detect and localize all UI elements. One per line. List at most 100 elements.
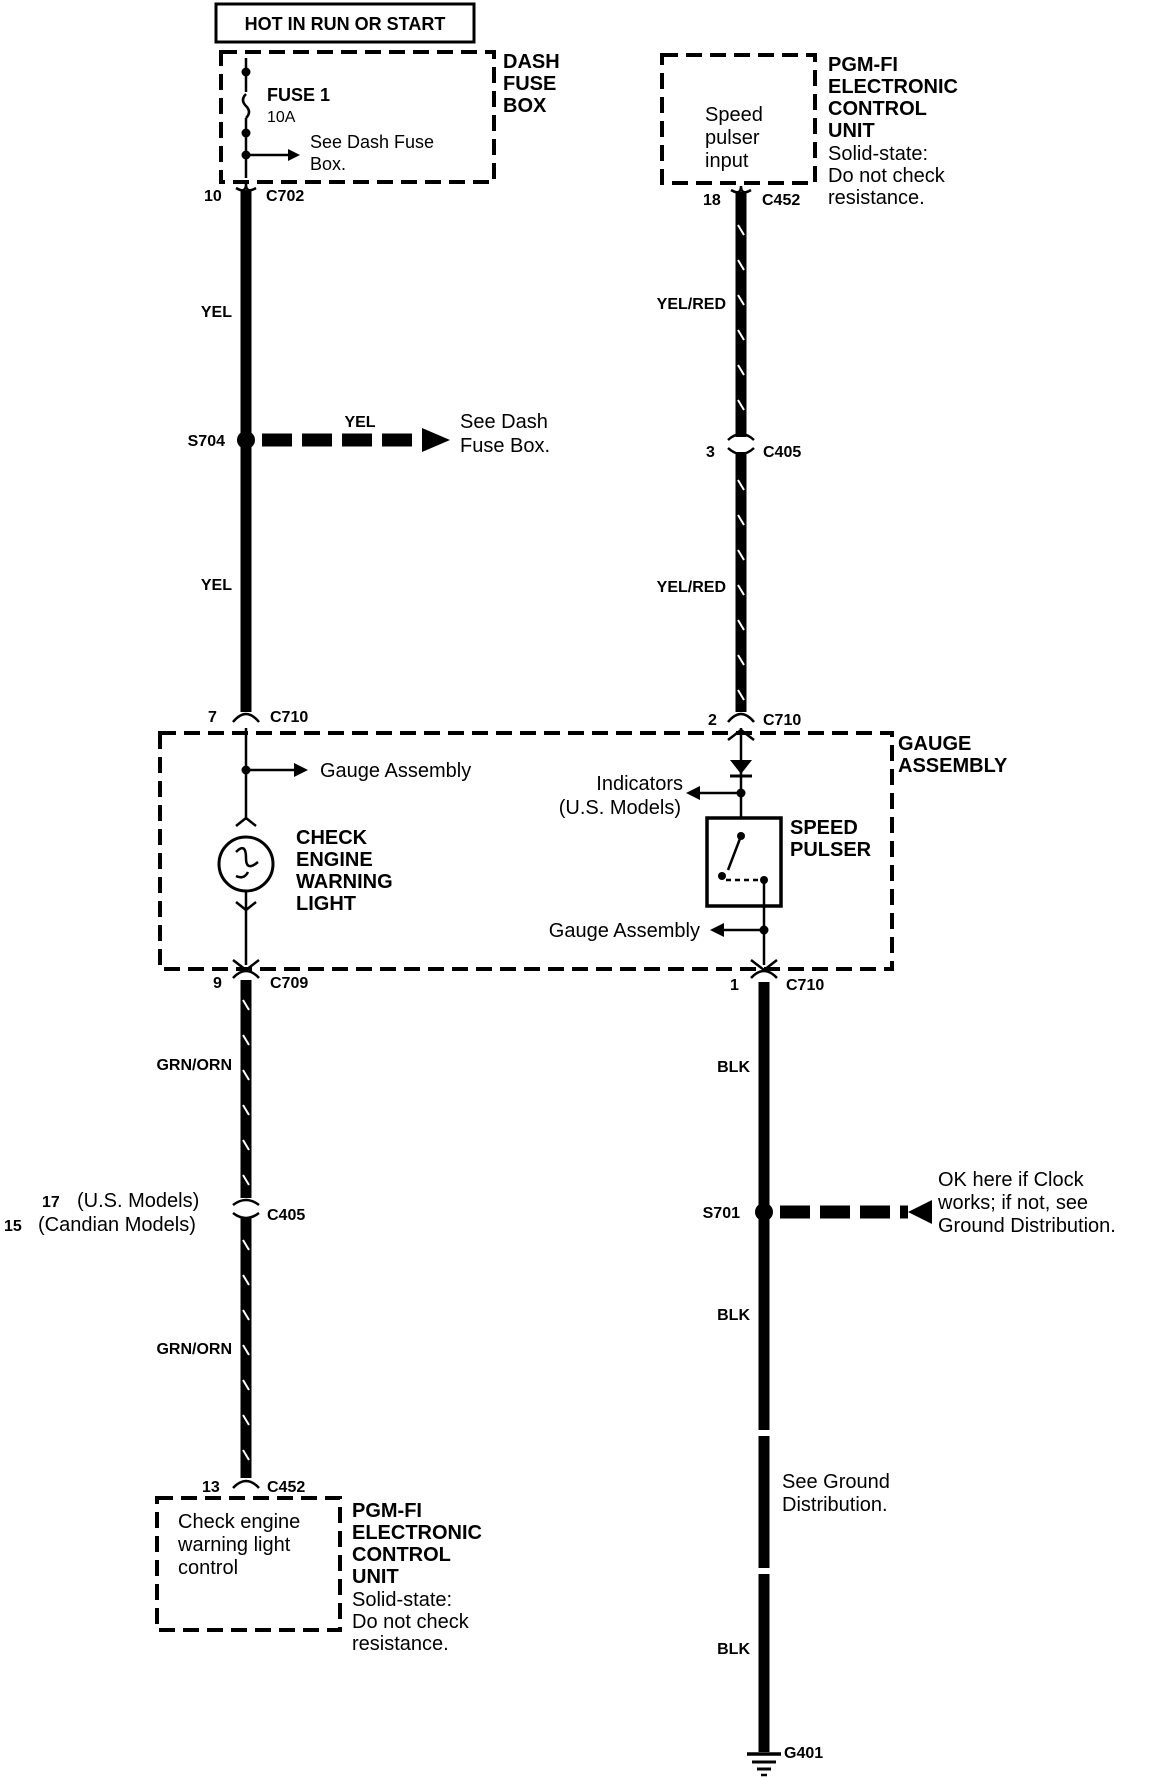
dash-fuse-box-title-2: FUSE	[503, 73, 556, 95]
wire-grn-orn-upper-stripes	[242, 999, 250, 1186]
c405-right-name: C405	[763, 444, 801, 461]
check-engine-label-3: WARNING	[296, 871, 393, 893]
gauge-left-branch-label: Gauge Assembly	[320, 760, 471, 782]
dash-fuse-box-title-1: DASH	[503, 51, 560, 73]
wire-yel-label-1: YEL	[201, 304, 232, 321]
speed-pulser-box	[705, 816, 783, 908]
ground-name: G401	[784, 1745, 823, 1762]
wire-blk-label-1: BLK	[717, 1059, 750, 1076]
wire-grn-orn-label-1: GRN/ORN	[156, 1057, 232, 1074]
ecu-bottom-outline	[155, 1496, 342, 1632]
fuse-note-2: Box.	[310, 154, 346, 174]
speed-pulser-label-1: SPEED	[790, 817, 858, 839]
c452-top-name: C452	[762, 192, 800, 209]
diode-icon	[730, 760, 752, 774]
check-engine-label-4: LIGHT	[296, 893, 356, 915]
gauge-assembly-title-2: ASSEMBLY	[898, 755, 1008, 777]
wire-yel-red-label-2: YEL/RED	[657, 579, 726, 596]
gauge-assembly-outline	[158, 731, 894, 971]
fuse-terminal-bottom	[241, 128, 251, 138]
gauge-left-arrow-icon	[294, 763, 308, 777]
ecu-top-outline	[660, 53, 817, 185]
c405-left-label-us: (U.S. Models)	[77, 1190, 199, 1212]
c710-left-connector-icon	[232, 712, 260, 723]
ecu-bottom-terminal-2: warning light	[177, 1534, 291, 1556]
ecu-bottom-note-1: Solid-state:	[352, 1589, 452, 1611]
wire-yel-red-lower-stripes	[737, 479, 745, 701]
c702-connector-icon	[235, 183, 257, 192]
c710-bottom-connector-icon	[750, 969, 778, 979]
c710-right-name: C710	[763, 712, 801, 729]
speed-pulser-switch-icon	[718, 832, 768, 906]
c452-bottom-pin: 13	[202, 1479, 220, 1496]
ecu-top-title-1: PGM-FI	[828, 54, 898, 76]
c405-left-connector-icon	[232, 1198, 260, 1220]
c405-left-pin-ca: 15	[4, 1218, 22, 1235]
c452-bottom-connector-icon	[232, 1479, 260, 1489]
ecu-bottom-terminal-1: Check engine	[178, 1511, 300, 1533]
ecu-bottom-note-2: Do not check	[352, 1611, 470, 1633]
wire-blk-label-2: BLK	[717, 1307, 750, 1324]
wire-yel-red-upper-stripes	[737, 224, 745, 411]
ground-note-2: Distribution.	[782, 1494, 888, 1516]
fuse-name: FUSE 1	[267, 85, 330, 105]
s701-note-3: Ground Distribution.	[938, 1215, 1116, 1237]
s704-note-1: See Dash	[460, 411, 548, 433]
c405-left-label-ca: (Candian Models)	[38, 1214, 196, 1236]
c709-connector-icon	[232, 969, 260, 979]
c702-name: C702	[266, 188, 304, 205]
c405-left-name: C405	[267, 1207, 305, 1224]
indicators-arrow-icon	[686, 786, 700, 800]
gauge-right-arrow-icon	[710, 923, 724, 937]
s704-arrow-icon	[422, 428, 450, 452]
c710-bottom-name: C710	[786, 977, 824, 994]
c709-pin: 9	[213, 975, 222, 992]
fuse-note-1: See Dash Fuse	[310, 132, 434, 152]
ecu-top-note-1: Solid-state:	[828, 143, 928, 165]
dash-fuse-box-title-3: BOX	[503, 95, 547, 117]
ecu-top-title-4: UNIT	[828, 120, 875, 142]
ecu-bottom-title-4: UNIT	[352, 1566, 399, 1588]
s701-note-2: works; if not, see	[937, 1192, 1088, 1214]
c710-bottom-pin: 1	[730, 977, 739, 994]
speed-pulser-label-2: PULSER	[790, 839, 872, 861]
ground-icon	[747, 1752, 781, 1777]
dash-fuse-box-outline	[219, 50, 496, 184]
c452-bottom-name: C452	[267, 1479, 305, 1496]
s704-note-2: Fuse Box.	[460, 435, 550, 457]
c710-left-name: C710	[270, 709, 308, 726]
wire-blk-label-3: BLK	[717, 1641, 750, 1658]
wire-yel-label-2: YEL	[201, 577, 232, 594]
s704-wire-label: YEL	[344, 414, 375, 431]
ecu-bottom-note-3: resistance.	[352, 1633, 449, 1655]
ecu-top-terminal-2: pulser	[705, 127, 760, 149]
gauge-right-branch-label: Gauge Assembly	[549, 920, 700, 942]
ecu-bottom-terminal-3: control	[178, 1557, 238, 1579]
indicators-label-1: Indicators	[596, 773, 683, 795]
c710-right-connector-icon	[727, 712, 755, 723]
ecu-top-terminal-3: input	[705, 150, 749, 172]
c710-left-pin: 7	[208, 709, 217, 726]
c710-right-pin: 2	[708, 712, 717, 729]
indicators-label-2: (U.S. Models)	[559, 797, 681, 819]
fuse-1-icon	[241, 93, 251, 119]
c709-name: C709	[270, 975, 308, 992]
s701-arrow-icon	[908, 1200, 932, 1224]
c405-left-pin-us: 17	[42, 1194, 60, 1211]
c405-right-pin: 3	[706, 444, 715, 461]
ecu-top-terminal-1: Speed	[705, 104, 763, 126]
c452-top-connector-icon	[730, 185, 752, 194]
gauge-assembly-title-1: GAUGE	[898, 733, 971, 755]
s704-splice	[237, 431, 255, 449]
fuse-rating: 10A	[267, 109, 296, 126]
wire-yel-red-label-1: YEL/RED	[657, 296, 726, 313]
fuse-terminal-top	[241, 67, 251, 77]
ground-note-1: See Ground	[782, 1471, 890, 1493]
wire-grn-orn-label-2: GRN/ORN	[156, 1341, 232, 1358]
s701-note-1: OK here if Clock	[938, 1169, 1085, 1191]
check-engine-label-2: ENGINE	[296, 849, 373, 871]
ecu-top-note-2: Do not check	[828, 165, 946, 187]
c452-top-pin: 18	[703, 192, 721, 209]
power-source-box	[214, 2, 476, 44]
